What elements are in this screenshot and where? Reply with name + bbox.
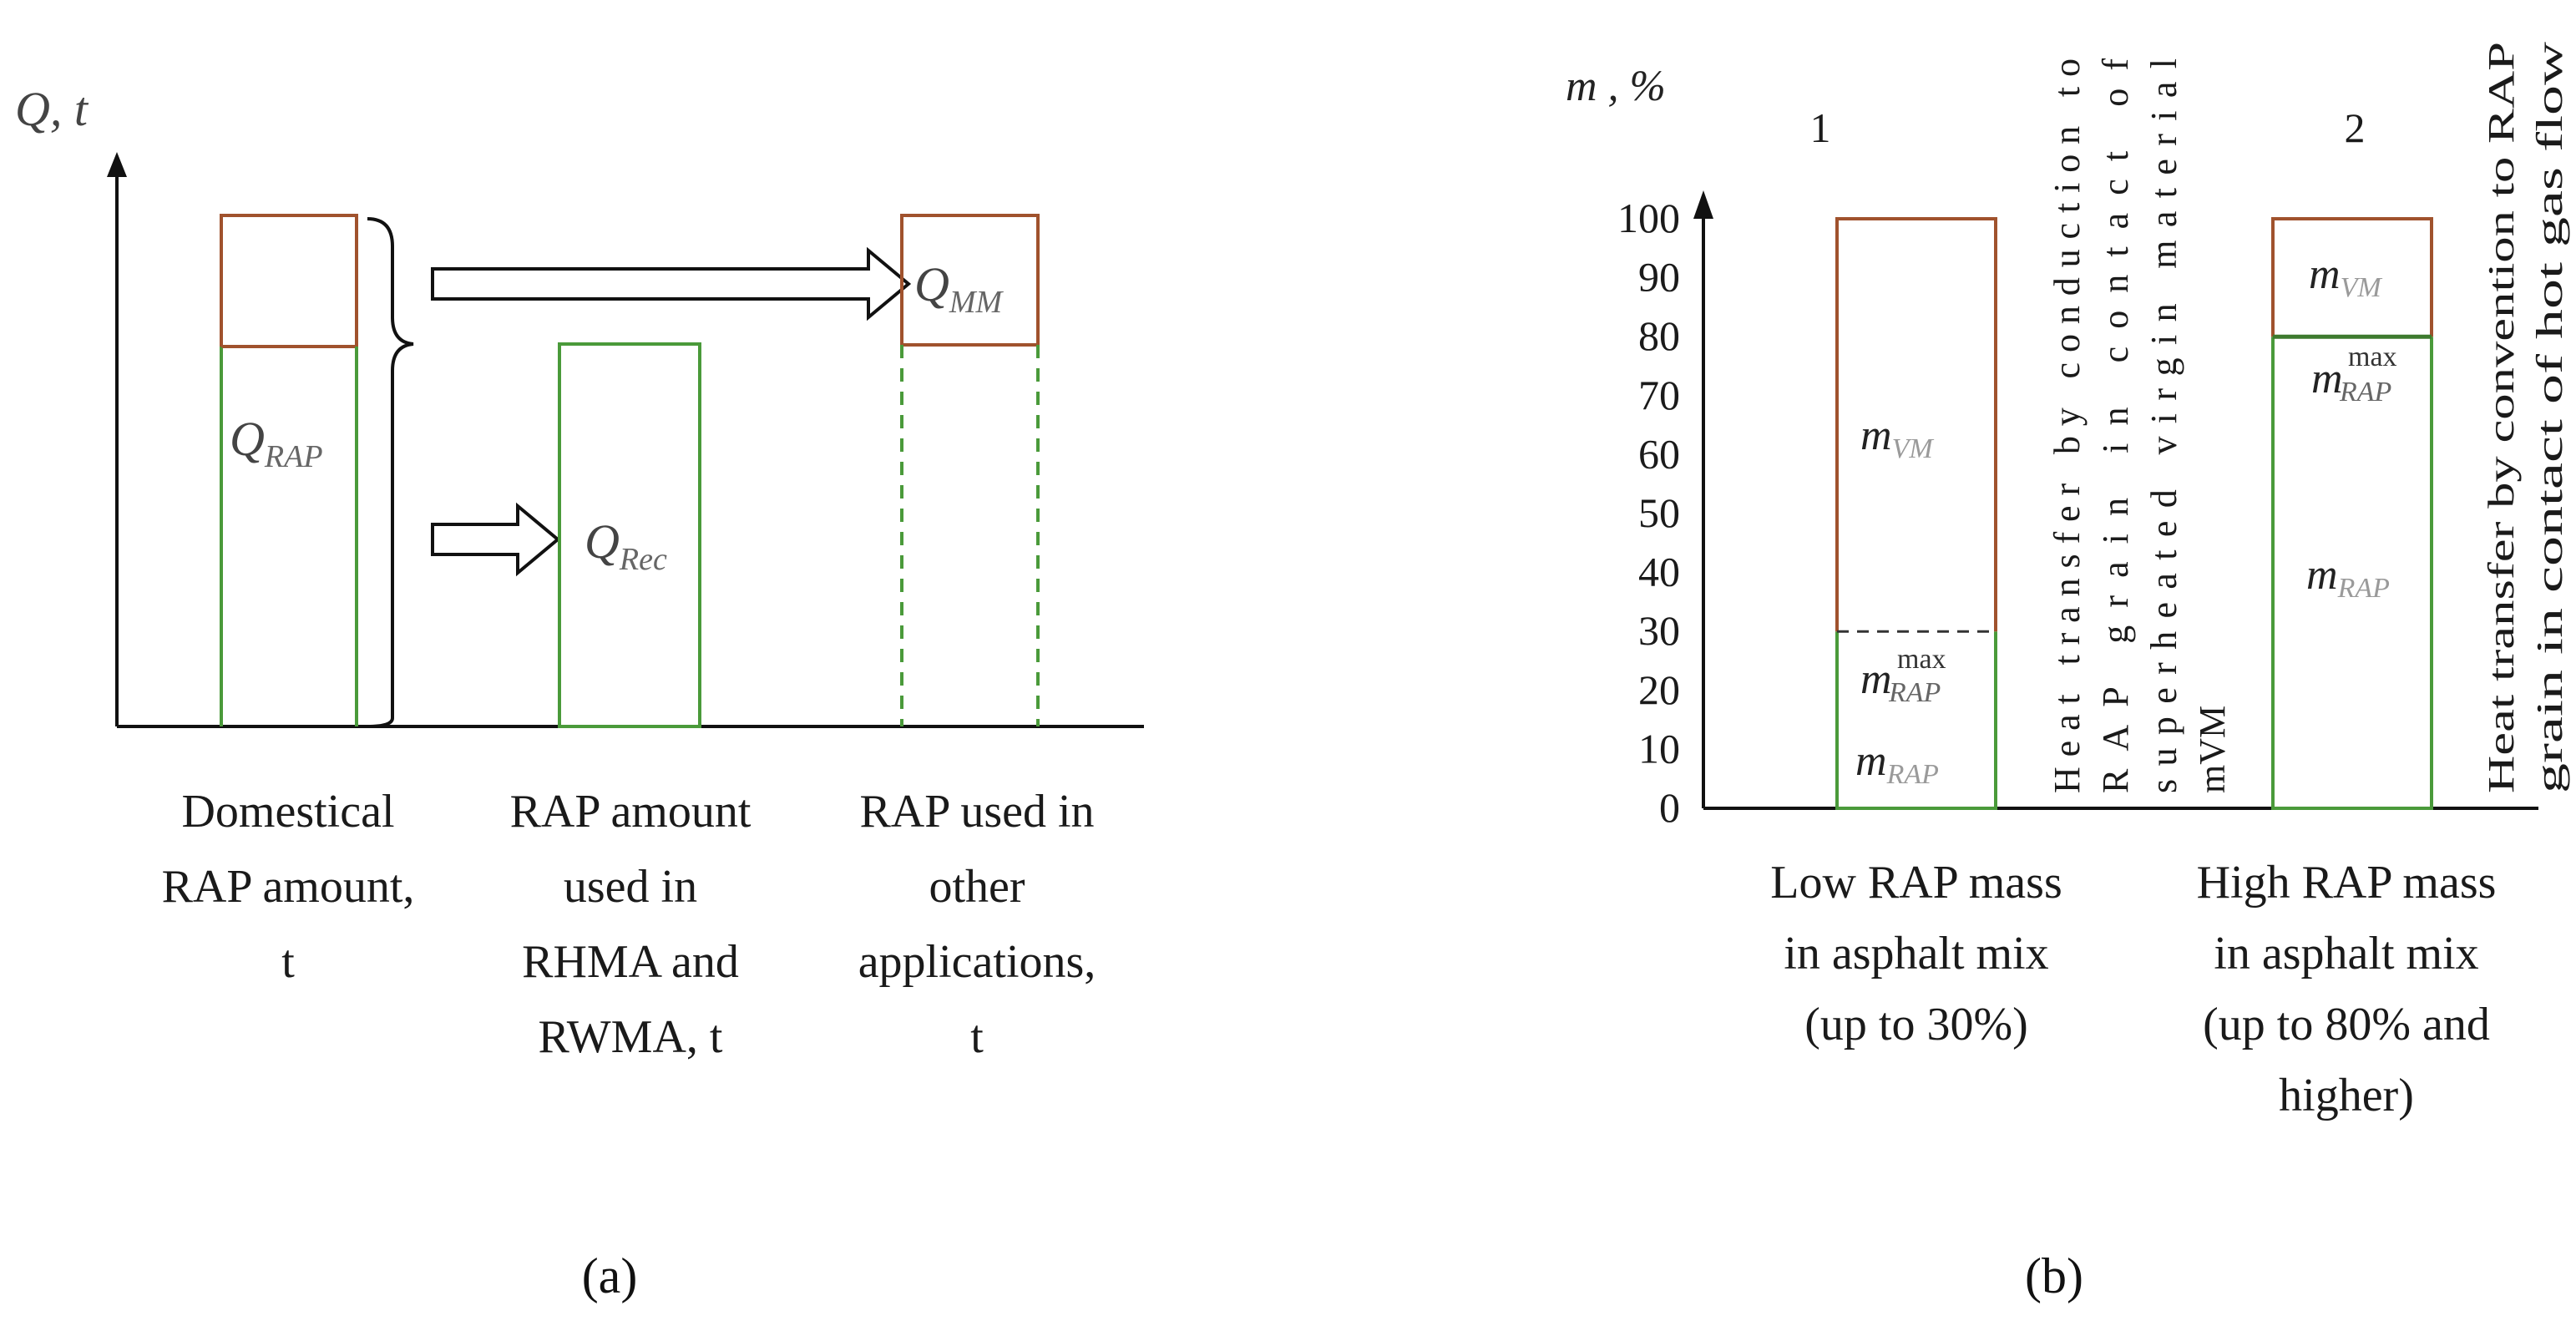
svg-text:(up to 30%): (up to 30%) [1804,999,2028,1050]
y-tick-label: 90 [1638,254,1680,301]
panel-a-category-1: Domestical RAP amount, t [162,786,415,988]
panel-b-bar1-mrap-label: mRAP [1855,737,1939,790]
y-tick-label: 50 [1638,489,1680,536]
svg-text:grain in contact of hot gas fl: grain in contact of hot gas flow [2529,42,2570,793]
bar-segment-rap [2271,337,2433,810]
y-tick-label: 70 [1638,372,1680,418]
svg-text:max: max [2348,342,2397,372]
panel-a-category-3: RAP used in other applications, t [858,786,1096,1063]
y-tick-label: 0 [1659,784,1680,831]
svg-text:RAP used in: RAP used in [859,786,1094,838]
y-tick-label: 10 [1638,725,1680,772]
svg-text:used in: used in [564,861,697,913]
svg-text:applications,: applications, [858,936,1096,988]
svg-text:superheated virgin material: superheated virgin material [2143,58,2184,793]
svg-text:t: t [970,1011,984,1063]
panel-b-category-1: Low RAP mass in asphalt mix (up to 30%) [1770,857,2062,1050]
y-tick-label: 40 [1638,549,1680,595]
panel-b-bar1-mvm-label: mVM [1860,412,1934,464]
panel-a-bar3-mm [900,214,1040,347]
svg-text:t: t [281,936,295,988]
panel-b-bar2-mrap-label: mRAP [2306,551,2390,604]
panel-a-category-2: RAP amount used in RHMA and RWMA, t [510,786,752,1063]
panel-b-category-2: High RAP mass in asphalt mix (up to 80% … [2197,857,2497,1121]
svg-text:RWMA, t: RWMA, t [539,1011,723,1063]
svg-text:m: m [2311,355,2343,402]
svg-text:higher): higher) [2279,1070,2414,1121]
panel-b-caption: (b) [2025,1248,2083,1303]
y-tick-label: 30 [1638,607,1680,654]
panel-a-q-rap-label: QRAP [230,412,323,474]
svg-text:Domestical: Domestical [181,786,394,838]
panel-a-q-rec-label: QRec [585,514,667,577]
svg-text:RHMA and: RHMA and [522,936,739,988]
panel-a-bar2-rec [558,342,701,728]
svg-text:in asphalt mix: in asphalt mix [1784,928,2048,979]
svg-text:other: other [929,861,1025,913]
panel-b-bar2-mrapmax-label: m max RAP [2311,342,2397,407]
panel-b-bar2-mvm-label: mVM [2309,251,2382,303]
y-tick-label: 100 [1617,195,1680,241]
y-tick-label: 80 [1638,312,1680,359]
svg-text:mVM: mVM [2192,706,2233,793]
panel-a-arrow-to-mm-icon [431,246,912,321]
panel-b-bars [1835,217,2433,810]
svg-text:Heat transfer by conduction to: Heat transfer by conduction to [2047,58,2088,793]
panel-a: Q, t QRAP QRec QMM Domestical RAP amount… [15,82,1144,1303]
svg-text:Low RAP mass: Low RAP mass [1770,857,2062,909]
svg-text:RAP: RAP [1888,677,1941,708]
svg-text:m: m [1860,655,1892,703]
panel-b-bar-number-1: 1 [1810,104,1831,151]
svg-text:RAP amount,: RAP amount, [162,861,415,913]
svg-text:RAP grain in contact of: RAP grain in contact of [2095,58,2136,793]
panel-a-bar1-virgin-part [220,214,358,348]
svg-text:in asphalt mix: in asphalt mix [2214,928,2478,979]
panel-a-q-mm-label: QMM [914,257,1005,320]
panel-a-arrow-to-rec-icon [431,502,561,577]
panel-b-bar-number-2: 2 [2345,104,2366,151]
panel-b-y-axis-label: m , % [1566,63,1666,110]
panel-b-y-axis-arrow-icon [1693,190,1713,219]
svg-text:RAP amount: RAP amount [510,786,752,838]
panel-a-brace-icon [367,217,414,728]
bar-segment-vm [1835,217,1997,632]
svg-text:Heat transfer by convention to: Heat transfer by convention to RAP [2481,42,2522,793]
bar-segment-vm [2271,217,2433,337]
panel-b-tick-labels: 0 10 20 30 40 50 60 70 80 90 100 [1617,195,1680,831]
panel-b-bar1-mrapmax-label: m max RAP [1860,644,1946,708]
svg-text:(up to 80% and: (up to 80% and [2203,999,2490,1050]
panel-a-y-axis-arrow-icon [107,152,127,177]
panel-a-caption: (a) [582,1248,638,1303]
bar-segment-rap [1835,631,1997,810]
svg-text:High RAP mass: High RAP mass [2197,857,2497,909]
y-tick-label: 20 [1638,666,1680,713]
panel-a-y-axis-label: Q, t [15,82,89,136]
panel-b: m , % 0 10 20 30 40 50 60 70 80 90 100 1 2 mVM m m… [1566,42,2570,1303]
y-tick-label: 60 [1638,430,1680,477]
svg-text:RAP: RAP [2339,377,2391,407]
svg-text:max: max [1897,644,1946,675]
panel-b-text-2: Heat transfer by convention to RAP grain… [2481,42,2570,793]
panel-b-text-1: Heat transfer by conduction to RAP grain… [2047,58,2233,793]
